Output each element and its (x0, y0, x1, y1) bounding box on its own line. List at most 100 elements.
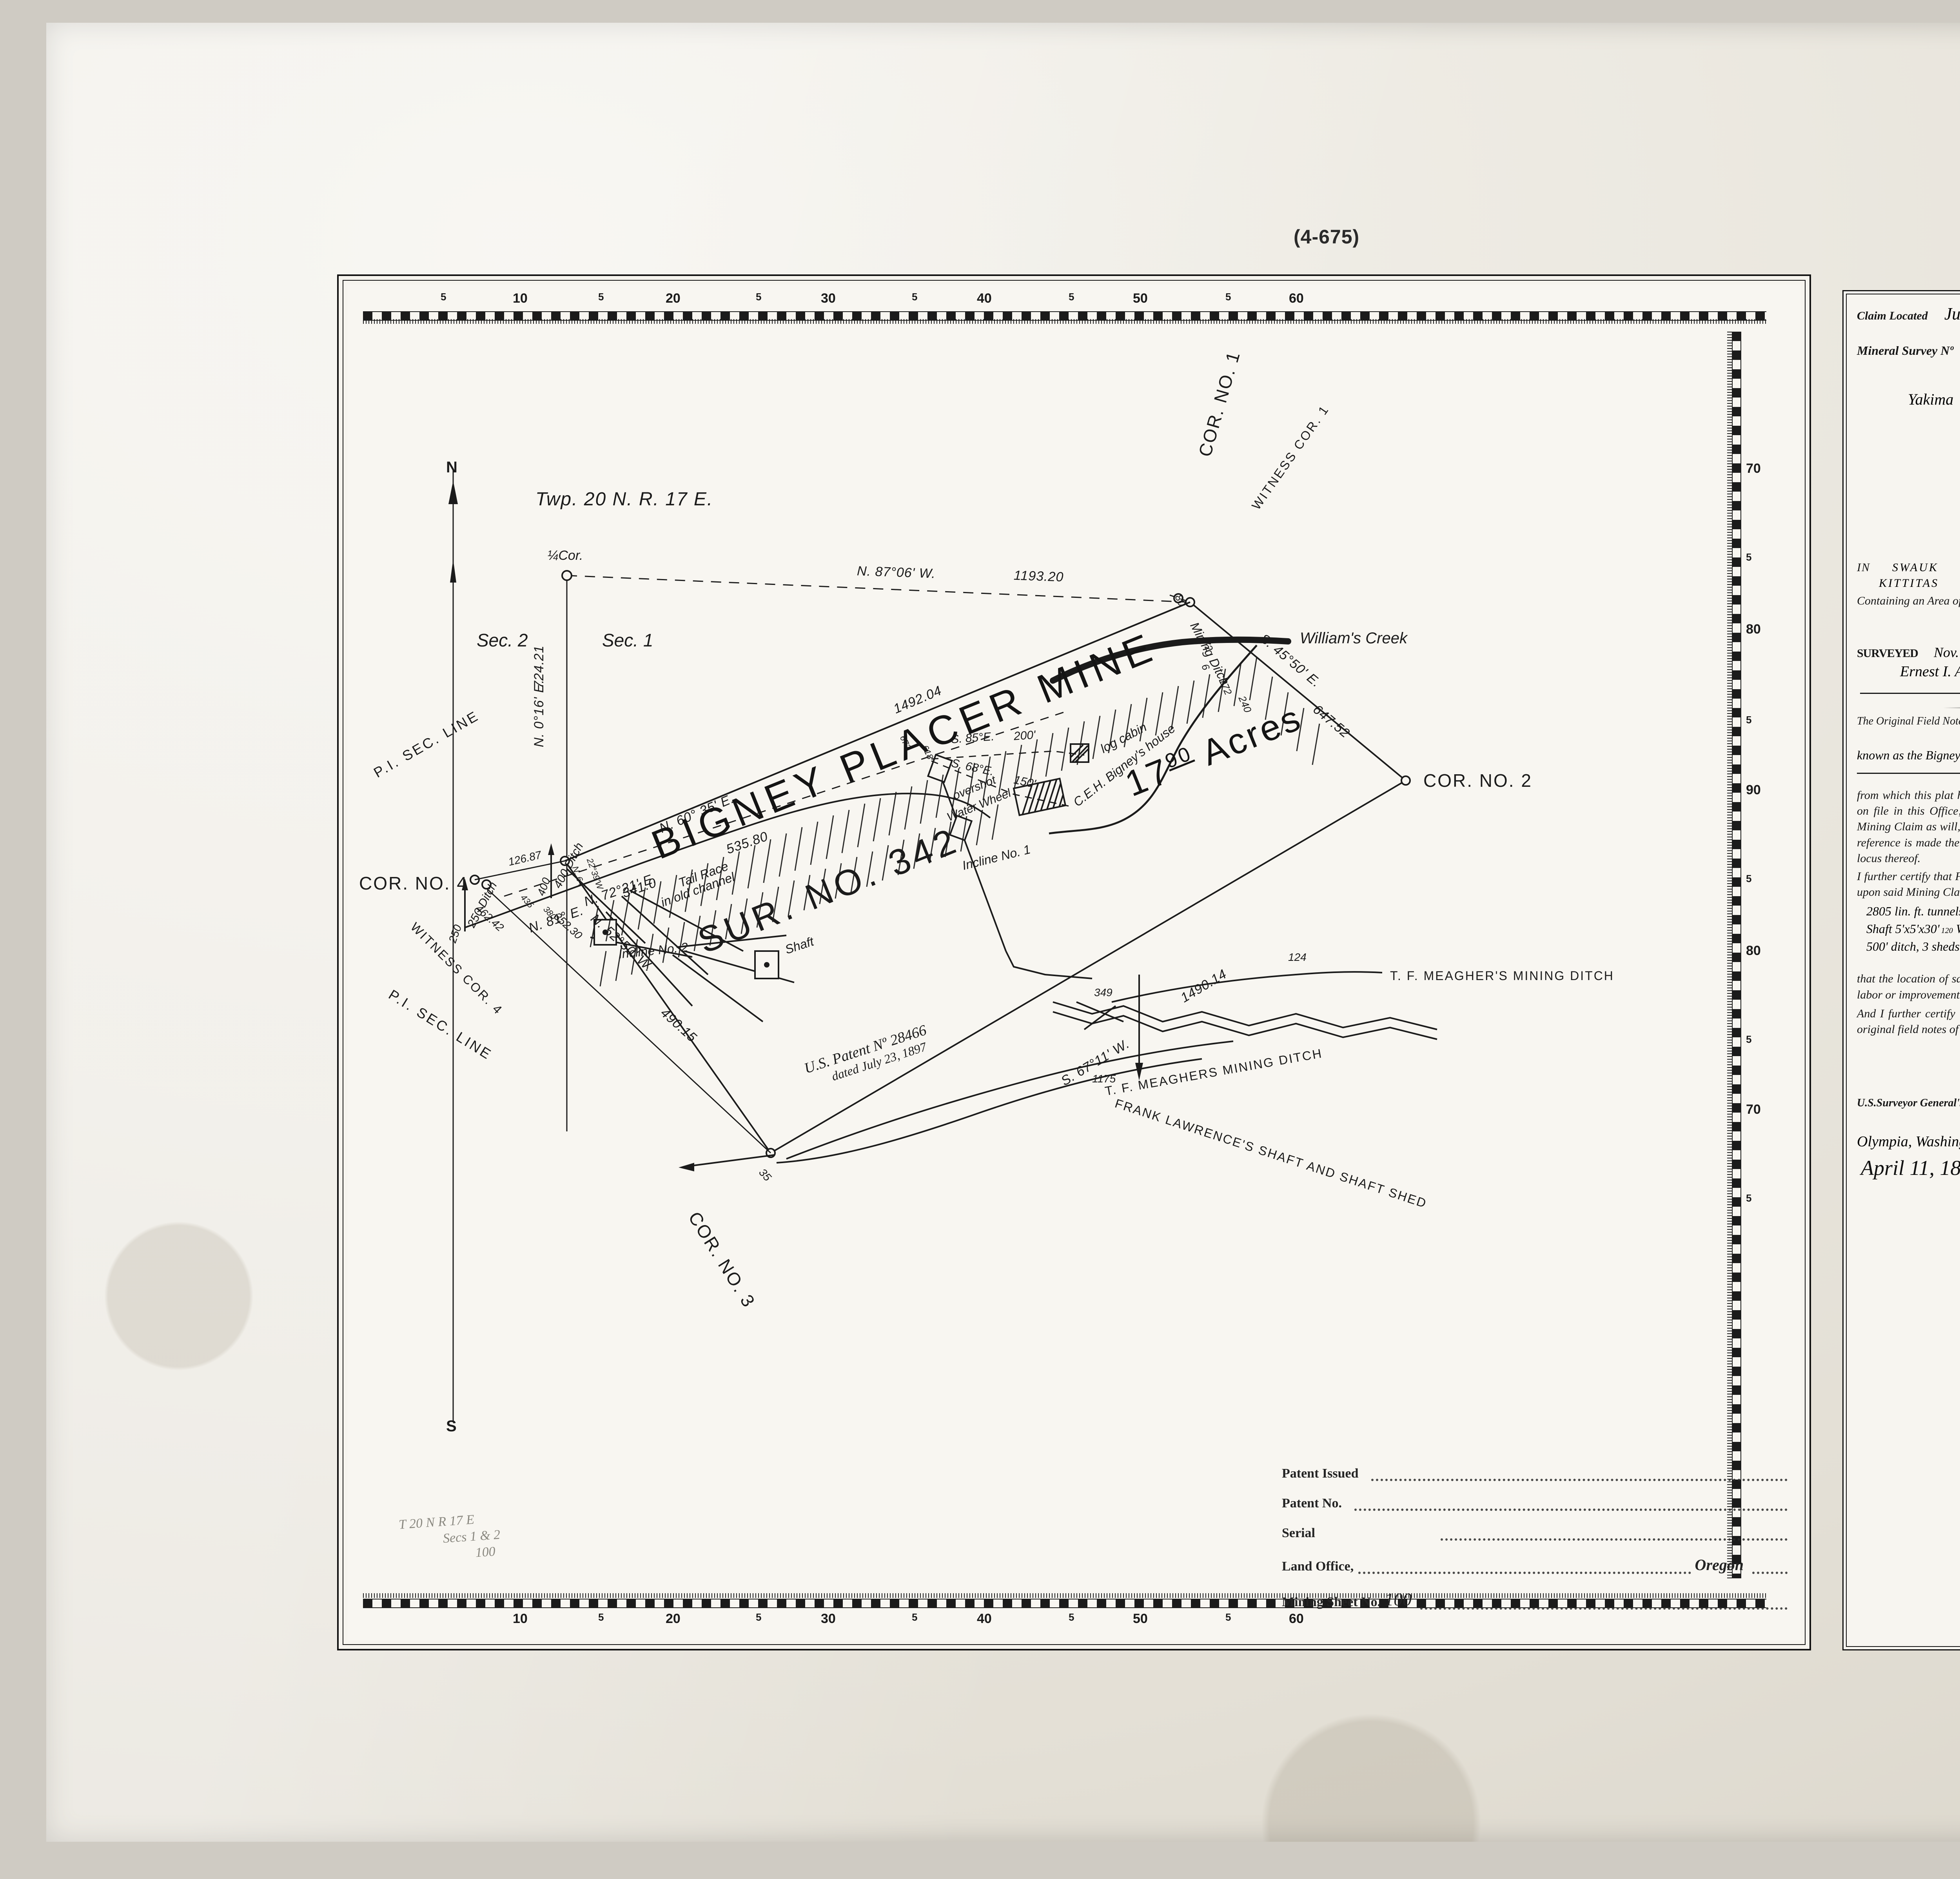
variation-row: Variation 22°30'East (1857, 626, 1960, 641)
scale-tick: 30 (821, 1611, 836, 1626)
known-as-the-label: KNOWN AS THE (1857, 499, 1960, 512)
surveyor-title-row: U.S.Deputy Mineral Surveyor, (1857, 685, 1960, 699)
wedge-rule (1857, 770, 1960, 781)
ornamental-separator (1857, 703, 1960, 712)
corner-label-2: COR. NO. 2 (1423, 770, 1532, 791)
scale-tick: 5 (756, 1611, 762, 1623)
form-value[interactable]: 100 (1385, 1589, 1412, 1609)
claimant-name: Charles E.H. Bigney (1857, 467, 1960, 487)
field-notes-line-3: known as the Bigney Placer Mine (1857, 748, 1960, 762)
scale-bar-top: 5 10 5 20 5 30 5 40 5 50 5 60 (363, 291, 1766, 324)
section-label-right: Sec. 1 (602, 630, 653, 650)
lot-district-value: Yakima (1908, 390, 1954, 408)
scale-tick: 60 (1289, 1611, 1304, 1626)
field-notes-line-2: Charles E.H.Bigney (1857, 731, 1960, 746)
form-label: Patent Issued (1282, 1466, 1359, 1481)
scale-tick: 5 (912, 291, 918, 303)
scale-tick: 50 (1133, 1611, 1148, 1626)
county-row: KITTITAS COUNTY, WASHINGTON (1857, 577, 1960, 590)
scale-band (1732, 332, 1741, 1578)
form-dotted-rule (1752, 1569, 1788, 1574)
improvement-row: 2805 lin. ft. tunnels and drifts $ 8415 (1866, 904, 1960, 919)
scale-hatch (363, 1593, 1766, 1598)
plat-title: PLAT (1857, 415, 1960, 449)
improvement-description: Shaft 5'x5'x30' (1866, 922, 1940, 936)
improvements-list: 2805 lin. ft. tunnels and drifts $ 8415 … (1857, 904, 1960, 970)
district-row: IN SWAUK MINING DISTRICT, (1857, 561, 1960, 574)
improvement-description-2: Water wheel (1956, 922, 1960, 936)
form-label: Mining Sheet No. (1282, 1595, 1381, 1609)
field-notes-line-1: The Original Field Notes of the Survey o… (1857, 715, 1960, 727)
scale-tick: 10 (513, 291, 528, 306)
improvement-row: Shaft 5'x5'x30' 120 Water wheel 30 150 (1866, 922, 1960, 936)
scale-tick: 5 (1746, 551, 1752, 563)
scale-tick: 70 (1746, 1102, 1761, 1117)
claim-located-row: Claim Located June 25, 1885 (1857, 304, 1960, 324)
south-label: S (446, 1418, 457, 1435)
form-dotted-rule (1358, 1569, 1691, 1574)
feature-label-williams-creek: William's Creek (1300, 630, 1407, 647)
form-row: Land Office, Oregon (1282, 1556, 1788, 1574)
county-name: KITTITAS (1879, 577, 1939, 590)
surveyor-general-city: Olympia, Washington (1857, 1133, 1960, 1150)
form-row: Serial (1282, 1526, 1788, 1541)
corner-label-4: COR. NO. 4 (359, 873, 468, 893)
scale-row: Scale of 200 Feet to the inch. (1857, 610, 1960, 625)
mine-name: Bigney Placer Mine (1857, 517, 1960, 544)
scale-tick: 80 (1746, 622, 1761, 637)
certificate-content: Claim Located June 25, 1885 Mineral Surv… (1857, 300, 1960, 1642)
certificate-panel: Claim Located June 25, 1885 Mineral Surv… (1842, 290, 1960, 1650)
lot-no-block: L·O·T· Nº (1857, 374, 1960, 387)
certificate-body-paragraph-1: from which this plat has been made under… (1857, 789, 1960, 865)
form-dotted-rule (1354, 1506, 1788, 1511)
scale-tick: 5 (441, 291, 446, 303)
scale-tick: 5 (1746, 1192, 1752, 1204)
patent-form-block: Patent Issued Patent No. Serial Land Off… (1282, 1466, 1788, 1625)
bearing-label: N. 0°16' E. (532, 679, 546, 747)
form-dotted-rule (1371, 1476, 1788, 1481)
form-dotted-rule (1420, 1605, 1788, 1610)
certificate-body-paragraph-2: I further certify that Five Hundred Doll… (1857, 870, 1960, 899)
scale-tick: 70 (1746, 461, 1761, 476)
scale-tick: 40 (977, 1611, 992, 1626)
scale-tick: 5 (598, 1611, 604, 1623)
certificate-body-paragraph-4: And I further certify that this is a cor… (1857, 1007, 1960, 1036)
surveyor-general-office-label: U.S.Surveyor General's Office . (1857, 1097, 1960, 1109)
section-label-left: Sec. 2 (477, 630, 528, 650)
quarter-corner-label: ¼Cor. (547, 548, 583, 563)
mining-district-name: SWAUK (1892, 561, 1938, 574)
area-label: Containing an Area of (1857, 594, 1960, 607)
form-row: Patent No. (1282, 1496, 1788, 1511)
sheet-code-label: (4-675) (1294, 226, 1360, 248)
form-value[interactable]: Oregon (1695, 1556, 1744, 1574)
scale-tick: 5 (1225, 1611, 1231, 1623)
certificate-border-rule (1846, 294, 1960, 1647)
scale-tick: 60 (1289, 291, 1304, 306)
scale-tick: 5 (756, 291, 762, 303)
form-row: Patent Issued (1282, 1466, 1788, 1481)
form-row: Mining Sheet No. 100 (1282, 1589, 1788, 1610)
scale-tick: 5 (1746, 714, 1752, 726)
surveyed-label: SURVEYED (1857, 647, 1918, 660)
scale-tick: 40 (977, 291, 992, 306)
scale-bar-bottom: 10 5 20 5 30 5 40 5 50 5 60 (363, 1593, 1766, 1626)
township-label: Twp. 20 N. R. 17 E. (535, 489, 713, 510)
mineral-survey-row: Mineral Survey Nº 342 (1857, 334, 1960, 360)
scale-tick: 5 (1069, 291, 1074, 303)
land-district-row: Yakima Land District. (1857, 390, 1960, 408)
bearing-distance: 124 (1288, 951, 1307, 963)
form-dotted-rule (1440, 1536, 1788, 1541)
survey-geometry (448, 469, 1437, 1422)
bearing-distance: 1175 (1092, 1073, 1116, 1085)
surveyed-dates: Nov. 14, - Dec. 11, (1933, 644, 1960, 660)
scale-tick: 5 (1746, 1033, 1752, 1045)
approval-date: April 11, 1896 (1861, 1156, 1960, 1180)
scale-tick: 5 (912, 1611, 918, 1623)
improvement-description: 500' ditch, 3 sheds, 600' sluice boxes (1866, 939, 1960, 954)
mineral-survey-label: Mineral Survey Nº (1857, 343, 1954, 358)
scale-tick: 5 (1746, 873, 1752, 884)
scale-band (363, 1599, 1766, 1608)
scale-hatch (363, 319, 1766, 324)
claim-located-label: Claim Located (1857, 309, 1928, 322)
